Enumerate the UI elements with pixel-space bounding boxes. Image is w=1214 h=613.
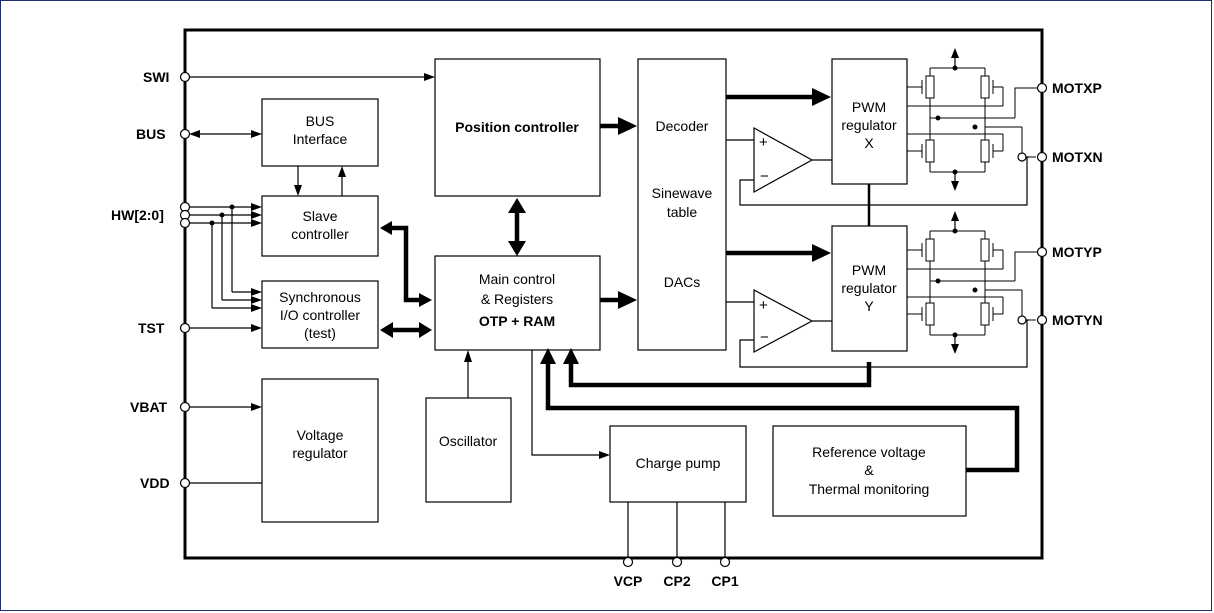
position-controller-block: Position controller [434,58,601,197]
pin-motyp: MOTYP [1036,244,1102,260]
pin-motxp: MOTXP [1036,80,1102,96]
pin-vdd: VDD [140,475,262,491]
pin-circle-tst [179,322,191,334]
sync-io-label-3: (test) [304,325,336,341]
voltage-regulator-block: Voltage regulator [261,378,379,523]
pwm-x-label-2: regulator [841,117,897,133]
bus-interface-block: BUS Interface [261,98,379,167]
sync-io-label-1: Synchronous [279,289,361,305]
pin-cp1: CP1 [711,502,739,589]
main-control-label-3: OTP + RAM [479,313,555,329]
reference-label-2: & [864,462,874,478]
main-control-block: Main control & Registers OTP + RAM [434,255,601,351]
oscillator-block: Oscillator [425,397,512,503]
pin-circle-swi [179,71,191,83]
pwm-y-label-3: Y [864,298,874,314]
pwm-regulator-y-block: PWM regulator Y [831,225,908,352]
sync-io-block: Synchronous I/O controller (test) [261,280,379,349]
pin-vbat: VBAT [130,399,262,415]
slave-controller-block: Slave controller [261,195,379,257]
position-controller-label: Position controller [455,119,579,135]
main-control-label-1: Main control [479,271,555,287]
bus-interface-label-1: BUS [306,113,335,129]
pin-hw: HW[2:0] [111,201,262,312]
sync-io-label-2: I/O controller [280,307,360,323]
pin-label-vcp: VCP [614,573,643,589]
pin-label-hw: HW[2:0] [111,207,164,223]
charge-pump-block: Charge pump [609,425,747,503]
voltage-regulator-label-1: Voltage [297,427,344,443]
main-control-label-2: & Registers [481,291,553,307]
pwm-regulator-x-block: PWM regulator X [831,58,908,185]
reference-label-3: Thermal monitoring [809,481,930,497]
pin-circle-motyn [1036,314,1048,326]
comparator-y-plus: + [759,297,768,314]
slave-controller-label-1: Slave [302,208,337,224]
comparator-x: + − [753,126,814,194]
oscillator-label: Oscillator [439,433,498,449]
comparator-y: + − [753,288,814,354]
pin-circle-motyp [1036,246,1048,258]
pin-label-tst: TST [138,320,165,336]
pin-label-motyn: MOTYN [1052,312,1103,328]
pin-cp2: CP2 [663,502,691,589]
decoder-label: Decoder [656,118,709,134]
pin-label-cp1: CP1 [711,573,738,589]
pin-motxn: MOTXN [1036,149,1103,165]
pin-circle-hw-0 [179,217,191,229]
pin-circle-bus [179,128,191,140]
charge-pump-label: Charge pump [636,455,721,471]
h-bridge-y [907,211,1038,354]
pin-circle-motxn [1036,151,1048,163]
sinewave-label-2: table [667,204,698,220]
pin-circle-vbat [179,401,191,413]
pin-circle-cp1 [719,556,731,568]
sinewave-label-1: Sinewave [652,185,713,201]
pin-label-cp2: CP2 [663,573,690,589]
pin-label-motyp: MOTYP [1052,244,1102,260]
reference-voltage-block: Reference voltage & Thermal monitoring [772,425,967,517]
bus-interface-label-2: Interface [293,131,348,147]
pin-label-motxp: MOTXP [1052,80,1102,96]
reference-label-1: Reference voltage [812,444,926,460]
pin-tst: TST [138,320,262,336]
pin-motyn: MOTYN [1036,312,1103,328]
h-bridge-x [907,48,1038,191]
pin-label-motxn: MOTXN [1052,149,1103,165]
pin-swi: SWI [143,69,435,85]
comparator-x-minus: − [760,168,769,185]
pin-label-vdd: VDD [140,475,170,491]
pin-label-swi: SWI [143,69,169,85]
pwm-y-label-2: regulator [841,280,897,296]
pwm-x-label-1: PWM [852,99,886,115]
pin-vcp: VCP [614,502,643,589]
comparator-y-minus: − [760,329,769,346]
pin-label-bus: BUS [136,126,166,142]
pin-circle-motxp [1036,82,1048,94]
pwm-y-label-1: PWM [852,262,886,278]
pwm-x-label-3: X [864,135,874,151]
slave-controller-label-2: controller [291,226,349,242]
voltage-regulator-label-2: regulator [292,445,348,461]
pin-circle-cp2 [671,556,683,568]
pin-circle-vdd [179,477,191,489]
dacs-label: DACs [664,274,701,290]
comparator-x-plus: + [759,134,768,151]
pin-label-vbat: VBAT [130,399,168,415]
pin-bus: BUS [136,126,262,142]
pin-circle-vcp [622,556,634,568]
dac-column-block: Decoder Sinewave table DACs [637,58,727,351]
